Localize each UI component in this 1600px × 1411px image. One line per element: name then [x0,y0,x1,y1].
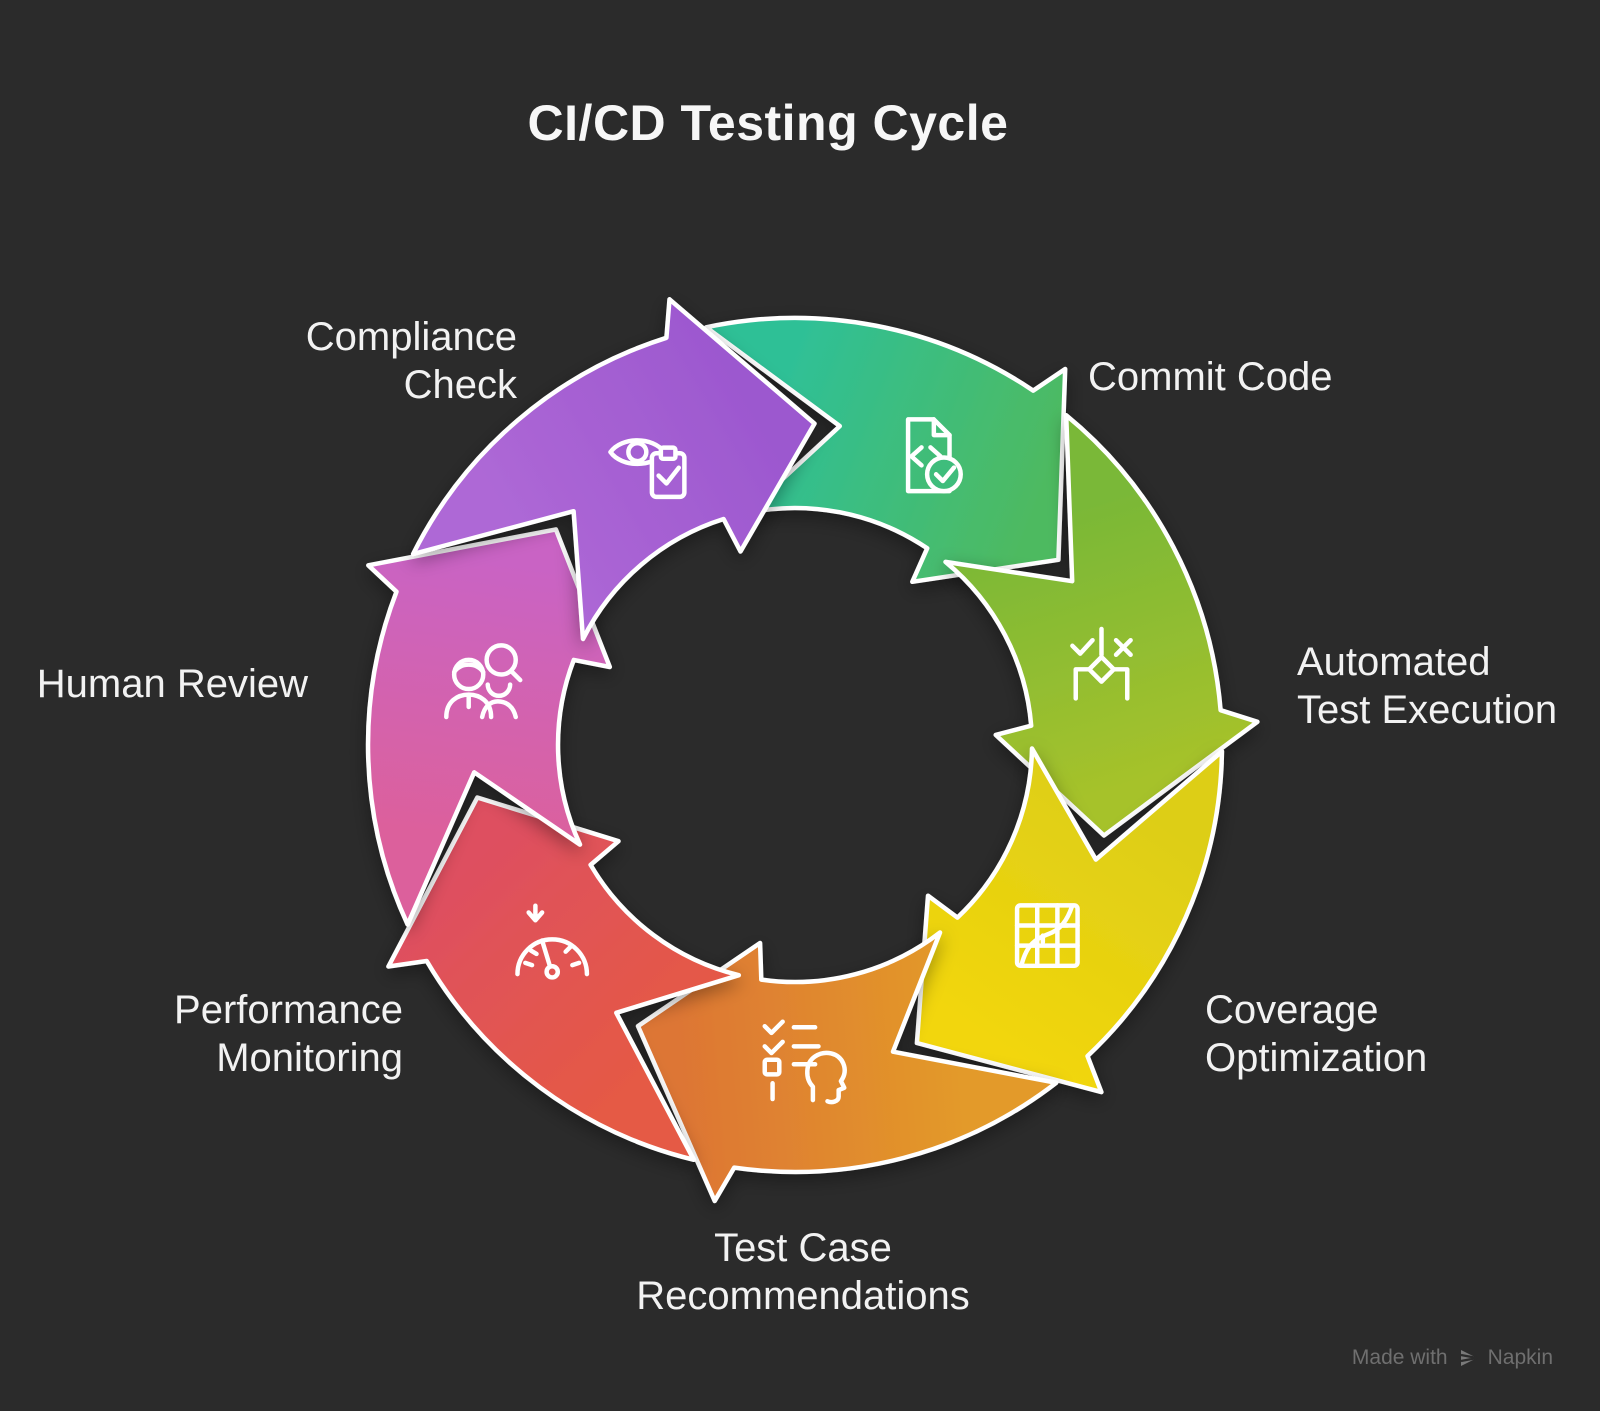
segment-label-test-case-recommendations: Test Case Recommendations [636,1226,970,1318]
segment-human-review [365,527,613,927]
segment-label-commit-code: Commit Code [1088,355,1333,399]
page-title: CI/CD Testing Cycle [527,95,1009,151]
segment-compliance-check [410,297,817,642]
segment-label-performance-monitoring: Performance Monitoring [174,988,403,1080]
checklist-head-icon [762,1019,848,1105]
watermark: Made with Napkin [1352,1346,1553,1370]
segment-automated-test-execution [943,412,1260,838]
segment-commit-code [703,315,1068,585]
segment-performance-monitoring [386,795,742,1163]
document-code-check-icon [905,417,963,494]
people-magnifier-icon [444,643,523,720]
watermark-prefix: Made with [1351,1346,1448,1369]
coverage-grid-curve-icon [1014,903,1080,969]
decision-branch-icon [1070,626,1133,701]
segment-label-human-review: Human Review [36,662,308,706]
watermark-brand: Napkin [1487,1346,1553,1369]
segment-coverage-optimization [914,746,1225,1095]
segment-label-automated-test-execution: Automated Test Execution [1297,640,1558,732]
segment-label-compliance-check: Compliance Check [305,315,517,407]
gauge-icon [515,903,590,980]
eye-clipboard-icon [608,438,687,500]
napkin-logo-icon [1460,1350,1477,1366]
segment-label-coverage-optimization: Coverage Optimization [1205,988,1428,1080]
segment-test-case-recommendations [635,930,1059,1204]
